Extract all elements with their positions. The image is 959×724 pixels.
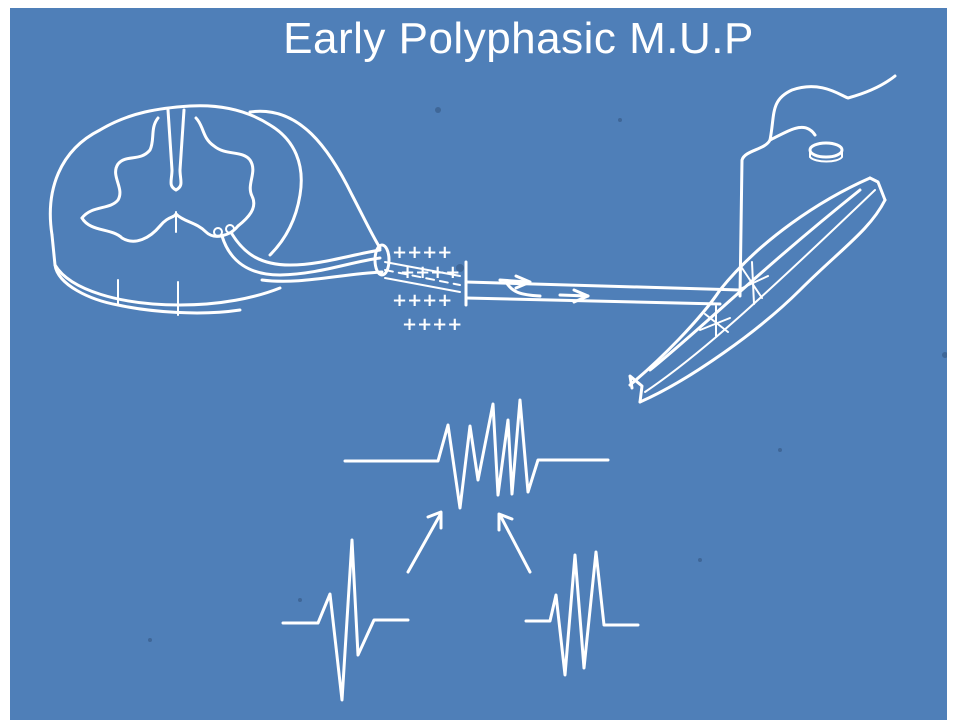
membrane-charges: ++++ ++++ ++++ ++++	[392, 242, 462, 335]
single-mup-waveform-left	[283, 540, 408, 700]
charge-lower-2: ++++	[402, 314, 462, 335]
muscle-fiber-bundle	[630, 178, 885, 402]
slide: Early Polyphasic M.U.P	[10, 8, 947, 720]
diagram-canvas: ++++ ++++ ++++ ++++	[10, 8, 947, 720]
nerve-axon	[222, 234, 740, 305]
needle-electrode	[740, 76, 895, 296]
charge-upper: ++++	[392, 242, 452, 263]
summation-arrows	[408, 512, 530, 572]
film-specks	[148, 107, 947, 642]
single-mup-waveform-right	[526, 552, 638, 675]
charge-lower-1: ++++	[392, 290, 452, 311]
polyphasic-mup-waveform	[345, 400, 608, 508]
spinal-cord-cross-section	[50, 106, 380, 315]
charge-middle: ++++	[400, 262, 460, 283]
